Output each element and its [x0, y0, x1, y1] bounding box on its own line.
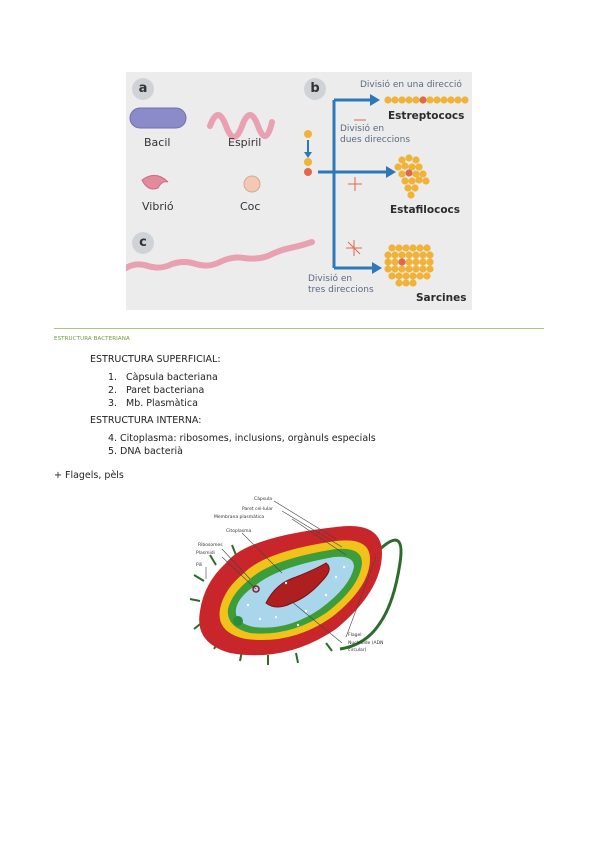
arrowhead-bottom: [372, 262, 382, 274]
start-cell-1: [304, 130, 312, 138]
vibrio-label: Vibrió: [142, 200, 174, 213]
panel-b-label: b: [304, 78, 326, 100]
espiril-label: Espiril: [228, 136, 262, 149]
bacteria-shapes-figure: a: [126, 72, 472, 310]
item-4: Citoplasma: ribosomes, inclusions, orgàn…: [120, 433, 376, 444]
division-two-line2: dues direccions: [340, 135, 411, 145]
bacterial-cell-drawing: [189, 500, 403, 665]
down-arrowhead: [304, 152, 312, 158]
start-cell-2: [304, 158, 312, 166]
section-heading: ESTRUCTURA BACTERIANA: [54, 336, 130, 342]
nucleoid: [265, 562, 330, 608]
sarcines-label: Sarcines: [416, 292, 467, 304]
label-ribosomes: Ribosomes: [198, 543, 223, 548]
coc-label: Coc: [240, 200, 261, 213]
division-one-label: Divisió en una direcció: [360, 80, 462, 90]
item-2-number: 2.: [108, 385, 118, 396]
flagels-note: + Flagels, pèls: [54, 470, 124, 481]
item-2: Paret bacteriana: [126, 385, 205, 396]
label-nucleoide-2: circular): [348, 648, 367, 653]
label-nucleoide-1: Nucleoide (ADN: [348, 641, 384, 646]
plasmid: [252, 585, 260, 593]
label-plasmidi: Plasmidi: [196, 551, 215, 556]
label-flagel: Flagel: [348, 633, 362, 638]
item-3: Mb. Plasmàtica: [126, 398, 198, 409]
coccus-shape: [243, 175, 261, 193]
bacteria-shapes-drawing: [126, 94, 469, 287]
spirillum-shape: [207, 112, 275, 140]
item-5: DNA bacterià: [120, 446, 183, 457]
label-membrana: Membrana plasmàtica: [214, 515, 265, 520]
label-paret: Paret cel·lular: [242, 507, 273, 512]
sarcines-cluster: [384, 244, 434, 287]
arrowhead-top: [370, 94, 380, 106]
arrowhead-mid: [386, 166, 396, 178]
bacillus-shape: [129, 107, 187, 129]
item-5-number: 5.: [108, 446, 118, 457]
streptococci-chain: [384, 96, 469, 104]
section-rule: [54, 328, 544, 329]
bacil-label: Bacil: [144, 136, 171, 149]
item-3-number: 3.: [108, 398, 118, 409]
flagellum: [339, 538, 403, 651]
ribosomes: [246, 565, 346, 627]
item-1: Càpsula bacteriana: [126, 372, 218, 383]
section-1-title: ESTRUCTURA SUPERFICIAL:: [90, 354, 221, 365]
chain-shape: [126, 239, 315, 271]
staphylococci-cluster: [394, 154, 430, 199]
section-2-title: ESTRUCTURA INTERNA:: [90, 415, 202, 426]
label-capsula: Càpsula: [254, 497, 272, 502]
leader-lines: [205, 500, 377, 644]
division-three-line1: Divisió en: [308, 274, 353, 284]
division-three-line2: tres direccions: [308, 285, 374, 295]
label-citoplasma: Citoplasma: [226, 529, 252, 534]
division-two-line1: Divisió en: [340, 124, 385, 134]
bacterial-cell-figure: Càpsula Paret cel·lular Membrana plasmàt…: [186, 493, 416, 668]
staphylococci-label: Estafilococs: [390, 204, 461, 216]
start-cell-3: [304, 168, 312, 176]
panel-c-label: c: [132, 232, 154, 254]
inclusion-body: [233, 616, 243, 626]
panel-a-label: a: [132, 78, 154, 100]
item-1-number: 1.: [108, 372, 118, 383]
item-4-number: 4.: [108, 433, 118, 444]
streptococci-label: Estreptococs: [388, 110, 465, 122]
label-pili: Pili: [196, 563, 203, 568]
vibrio-shape: [141, 175, 169, 190]
division-marker-3c: [347, 241, 361, 255]
